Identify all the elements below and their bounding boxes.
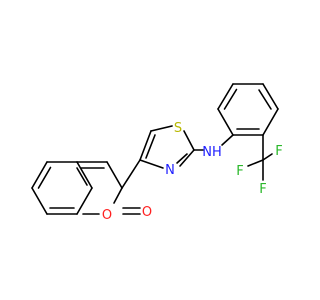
amine-label: NH — [202, 145, 222, 160]
bond — [139, 159, 164, 169]
bond — [76, 161, 93, 189]
bond — [121, 159, 141, 189]
ring-oxygen-label: O — [102, 208, 112, 223]
bond — [176, 153, 188, 164]
bond — [183, 130, 195, 151]
thiazole-ring — [139, 125, 195, 169]
bond — [217, 108, 234, 136]
coumarin-benzene-ring — [31, 161, 93, 215]
bond — [139, 130, 152, 161]
coumarin-pyranone-ring — [76, 161, 141, 215]
bond — [179, 149, 195, 167]
trifluoromethyl-group — [247, 134, 273, 181]
fluorine-label: F — [259, 182, 266, 197]
structure-drawing: S N NH O O F F F — [31, 83, 283, 223]
structure-canvas: S N NH O O F F F — [31, 83, 283, 223]
bond — [145, 134, 156, 159]
trifluoromethylphenyl-ring — [217, 83, 279, 136]
bond — [262, 108, 279, 136]
bond — [262, 83, 279, 110]
bond — [113, 187, 123, 204]
bond — [150, 125, 173, 132]
fluorine-label: F — [275, 144, 282, 159]
bond — [217, 83, 234, 110]
bond — [262, 153, 273, 161]
fluorine-label: F — [236, 164, 243, 179]
bond — [37, 166, 52, 189]
thiazole-nitrogen-label: N — [165, 163, 175, 178]
carbonyl-oxygen-label: O — [142, 205, 152, 220]
bond — [258, 89, 272, 110]
bond — [76, 187, 93, 215]
bond — [223, 88, 238, 110]
sulfur-label: S — [174, 121, 182, 136]
bond — [31, 187, 48, 215]
bond — [76, 167, 88, 186]
bond — [221, 134, 234, 146]
bond — [247, 159, 264, 167]
bond — [106, 161, 123, 189]
bond — [31, 161, 48, 189]
